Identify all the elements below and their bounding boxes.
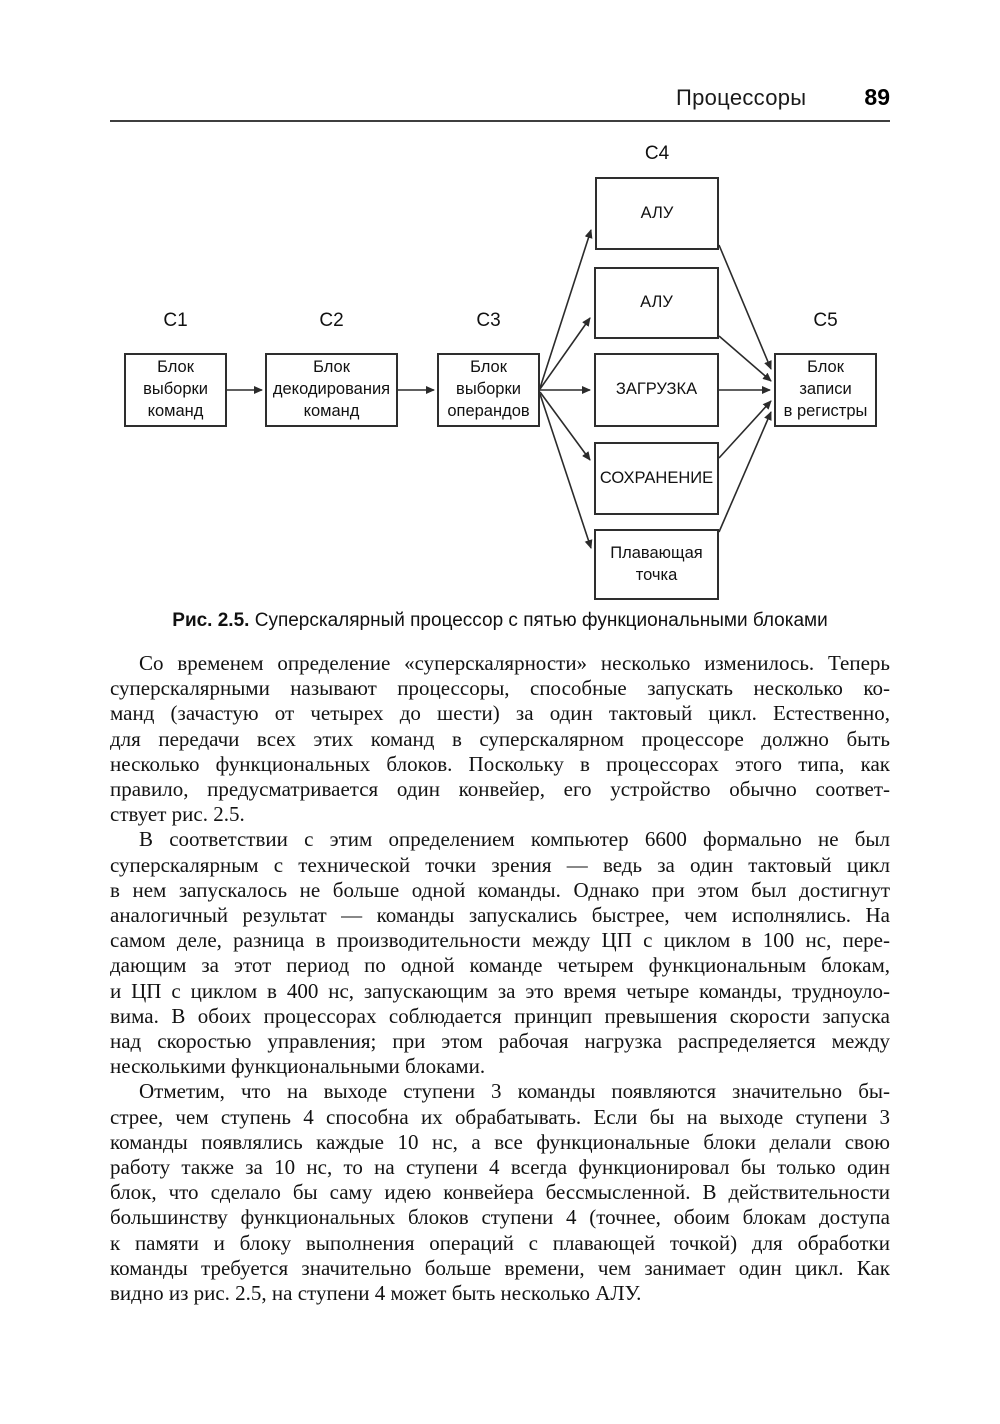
stage-label-c2: C2: [319, 310, 344, 331]
arrow-fp-to-writeback: [718, 411, 772, 533]
header-rule: [110, 120, 890, 122]
text-line: ствует рис. 2.5.: [110, 802, 245, 827]
text-line: для передачи всех этих команд в суперска…: [110, 726, 890, 751]
box-floating-point-unit: Плавающая точка: [594, 529, 719, 600]
text-line: над скоростью управления; при этом рабоч…: [110, 1029, 890, 1054]
text-line: вима. В обоих процессорах соблюдается пр…: [110, 1003, 890, 1028]
paragraph-3: Отметим, что на выходе ступени 3 команды…: [110, 1079, 890, 1306]
box-load-unit: ЗАГРУЗКА: [594, 353, 719, 427]
text-line: к памяти и блоку выполнения операций с п…: [110, 1230, 890, 1255]
text-line: видно из рис. 2.5, на ступени 4 может бы…: [110, 1281, 642, 1306]
box-alu-1: АЛУ: [595, 177, 719, 250]
arrow-operand-to-store: [539, 391, 591, 461]
text-line: несколькими функциональными блоками.: [110, 1054, 486, 1079]
arrow-store-to-writeback: [718, 400, 772, 459]
paragraph-2: В соответствии с этим определением компь…: [110, 827, 890, 1079]
figure-caption-text: Суперскалярный процессор с пятью функцио…: [254, 610, 828, 631]
paragraph-1: Со временем определение «суперскалярност…: [110, 651, 890, 827]
body-text: Со временем определение «суперскалярност…: [110, 651, 890, 1306]
stage-label-c1: C1: [163, 310, 188, 331]
box-instruction-fetch-unit: Блок выборки команд: [124, 353, 227, 427]
box-register-writeback-unit: Блок записи в регистры: [774, 353, 877, 427]
box-operand-fetch-unit: Блок выборки операндов: [437, 353, 540, 427]
arrow-alu2-to-writeback: [718, 335, 772, 382]
text-line: несколько функциональных блоков. Посколь…: [110, 751, 890, 776]
text-line: манд (зачастую от четырех до шести) за о…: [110, 701, 890, 726]
box-store-unit: СОХРАНЕНИЕ: [594, 442, 719, 515]
text-line: суперскалярными называют процессоры, спо…: [110, 676, 890, 701]
stage-label-c3: C3: [476, 310, 501, 331]
text-line: Со временем определение «суперскалярност…: [139, 651, 890, 675]
arrow-alu1-to-writeback: [718, 244, 772, 370]
arrow-operand-to-alu2: [539, 317, 591, 390]
stage-label-c4: C4: [644, 143, 670, 164]
text-line: аналогичный результат — команды запускал…: [110, 903, 890, 928]
text-line: самом деле, разница в производительности…: [110, 928, 890, 953]
text-line: стрее, чем ступень 4 способна их обрабат…: [110, 1104, 890, 1129]
figure-caption: Рис. 2.5. Суперскалярный процессор с пят…: [110, 610, 890, 632]
text-line: суперскалярным с технической точки зрени…: [110, 852, 890, 877]
stage-label-c5: C5: [813, 310, 838, 331]
text-line: работу также за 10 нс, то на ступени 4 в…: [110, 1155, 890, 1180]
arrow-operand-to-alu1: [539, 229, 593, 389]
text-line: дающим за этот период по одной команде ч…: [110, 953, 890, 978]
text-line: правило, предусматривается один конвейер…: [110, 777, 890, 802]
figure-arrows: [227, 229, 772, 549]
text-line: команды требуется значительно больше вре…: [110, 1255, 890, 1280]
running-head: Процессоры 89: [110, 84, 890, 111]
text-line: Отметим, что на выходе ступени 3 команды…: [139, 1079, 890, 1104]
text-line: большинству функциональных блоков ступен…: [110, 1205, 890, 1230]
chapter-title: Процессоры: [676, 85, 807, 110]
text-line: и ЦП с циклом в 400 нс, запускающим за э…: [110, 978, 890, 1003]
page-number: 89: [864, 84, 890, 110]
figure-caption-label: Рис. 2.5.: [172, 610, 250, 631]
text-line: В соответствии с этим определением компь…: [139, 827, 890, 852]
text-line: команды появлялись каждые 10 нс, а все ф…: [110, 1129, 890, 1154]
text-line: в нем запускалось не больше одной команд…: [110, 877, 890, 902]
box-alu-2: АЛУ: [594, 267, 719, 339]
text-line: блок, что сделало бы саму идею конвейера…: [110, 1180, 890, 1205]
arrow-operand-to-fp: [539, 393, 593, 549]
box-instruction-decode-unit: Блок декодирования команд: [265, 353, 398, 427]
figure-2-5: C1 C2 C3 C4 C5 Блок выборки команд Блок …: [100, 140, 900, 610]
